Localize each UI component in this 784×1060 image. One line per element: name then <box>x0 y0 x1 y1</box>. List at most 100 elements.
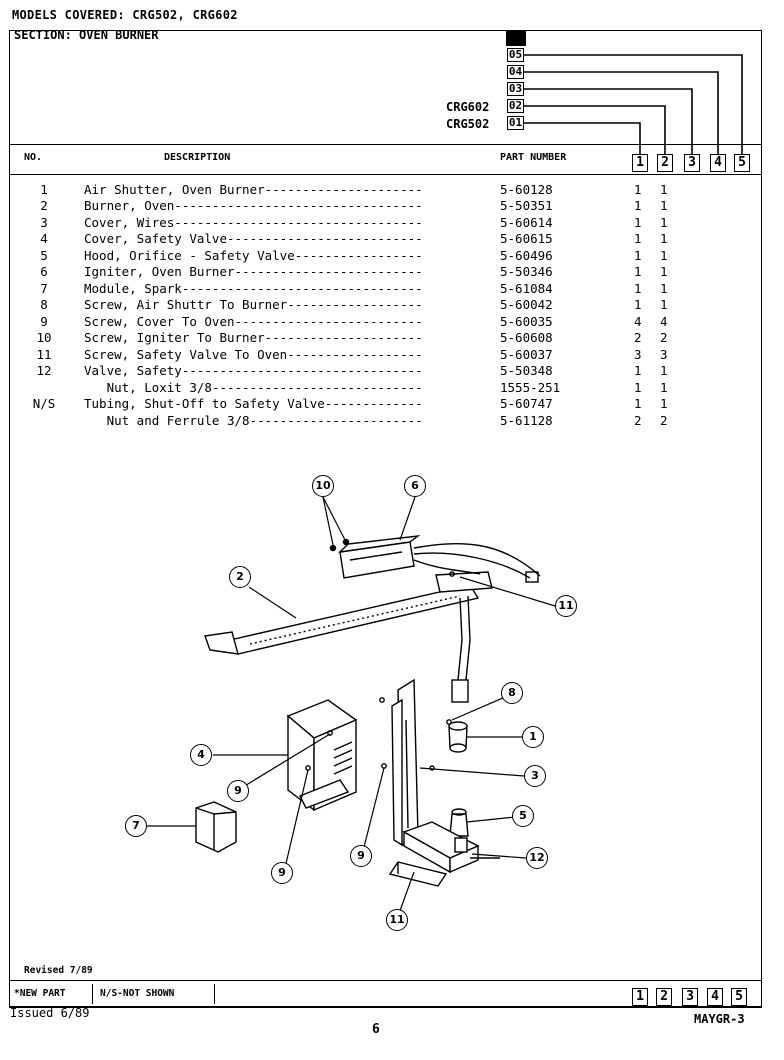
part-number: 5-60608 <box>500 330 553 345</box>
item-number: 2 <box>40 198 48 213</box>
item-number: N/S <box>32 396 56 411</box>
qty-model-2: 1 <box>660 248 668 263</box>
footer-divider <box>92 984 93 1004</box>
models-covered: MODELS COVERED: CRG502, CRG602 <box>12 8 238 22</box>
qty-model-2: 3 <box>660 347 668 362</box>
qty-model-2: 2 <box>660 330 668 345</box>
qty-model-2: 1 <box>660 264 668 279</box>
callout-9: 9 <box>271 862 293 884</box>
footer-qty-column-3: 3 <box>682 988 698 1006</box>
qty-model-2: 1 <box>660 297 668 312</box>
screw-wire-cover <box>429 765 435 771</box>
wire-cover-drawing <box>391 678 419 847</box>
qty-model-2: 1 <box>660 182 668 197</box>
footer-qty-column-5: 5 <box>731 988 747 1006</box>
part-number: 5-60496 <box>500 248 553 263</box>
page-number: 6 <box>372 1022 380 1037</box>
item-description: Module, Spark---------------------------… <box>84 281 423 296</box>
footer-qty-column-2: 2 <box>656 988 672 1006</box>
callout-3: 3 <box>524 765 546 787</box>
document-code: MAYGR-3 <box>694 1012 745 1026</box>
revised-date: Revised 7/89 <box>24 965 93 976</box>
qty-model-2: 2 <box>660 413 668 428</box>
part-number: 5-60615 <box>500 231 553 246</box>
item-description: Screw, Air Shuttr To Burner-------------… <box>84 297 423 312</box>
callout-5: 5 <box>512 805 534 827</box>
model-label-crg602: CRG602 <box>446 100 490 114</box>
qty-model-1: 1 <box>634 380 642 395</box>
callout-12: 12 <box>526 847 548 869</box>
column-header-description: DESCRIPTION <box>164 152 231 163</box>
qty-model-1: 1 <box>634 215 642 230</box>
qty-model-1: 2 <box>634 413 642 428</box>
screw-cover-b <box>381 763 387 769</box>
screw-cover-c <box>327 730 333 736</box>
footer-rule-top <box>10 980 762 981</box>
callout-11: 11 <box>386 909 408 931</box>
screw-igniter-a <box>329 544 337 552</box>
callout-8: 8 <box>501 682 523 704</box>
item-description: Cover, Wires----------------------------… <box>84 215 423 230</box>
model-label-crg502: CRG502 <box>446 117 490 131</box>
qty-model-2: 1 <box>660 396 668 411</box>
item-number: 3 <box>40 215 48 230</box>
callout-11: 11 <box>555 595 577 617</box>
screw-igniter-b <box>342 538 350 546</box>
part-number: 5-50348 <box>500 363 553 378</box>
qty-model-1: 1 <box>634 231 642 246</box>
item-number: 12 <box>36 363 52 378</box>
item-description: Nut, Loxit 3/8--------------------------… <box>84 380 423 395</box>
version-code-03: 03 <box>507 82 524 96</box>
not-shown-legend: N/S-NOT SHOWN <box>100 988 175 999</box>
version-header-bar <box>506 30 526 46</box>
part-number: 5-50351 <box>500 198 553 213</box>
screw-bracket <box>449 571 455 577</box>
item-number: 7 <box>40 281 48 296</box>
part-number: 5-60042 <box>500 297 553 312</box>
valve-bracket-drawing <box>388 861 448 887</box>
exploded-parts-diagram <box>147 496 556 920</box>
item-number: 11 <box>36 347 52 362</box>
safety-valve-drawing <box>402 821 500 874</box>
qty-model-2: 1 <box>660 281 668 296</box>
qty-model-2: 1 <box>660 198 668 213</box>
qty-model-1: 1 <box>634 264 642 279</box>
qty-model-1: 3 <box>634 347 642 362</box>
page-frame <box>9 30 762 1008</box>
qty-model-1: 1 <box>634 297 642 312</box>
callout-9: 9 <box>227 780 249 802</box>
item-number: 10 <box>36 330 52 345</box>
qty-model-1: 1 <box>634 182 642 197</box>
part-number: 5-61128 <box>500 413 553 428</box>
footer-qty-column-1: 1 <box>632 988 648 1006</box>
qty-model-1: 1 <box>634 281 642 296</box>
igniter-drawing <box>338 535 541 583</box>
item-number: 4 <box>40 231 48 246</box>
part-number: 5-61084 <box>500 281 553 296</box>
footer-rule-bottom <box>10 1006 762 1007</box>
qty-model-1: 1 <box>634 396 642 411</box>
part-number: 5-60747 <box>500 396 553 411</box>
callout-6: 6 <box>404 475 426 497</box>
qty-model-1: 1 <box>634 248 642 263</box>
screw-cover-a <box>379 697 385 703</box>
item-description: Igniter, Oven Burner--------------------… <box>84 264 423 279</box>
item-description: Air Shutter, Oven Burner----------------… <box>84 182 423 197</box>
part-number: 5-60614 <box>500 215 553 230</box>
item-description: Hood, Orifice - Safety Valve------------… <box>84 248 423 263</box>
issued-date: Issued 6/89 <box>10 1006 90 1020</box>
qty-model-1: 4 <box>634 314 642 329</box>
column-header-part-number: PART NUMBER <box>500 152 567 163</box>
qty-model-2: 1 <box>660 231 668 246</box>
air-shutter-drawing <box>448 721 468 753</box>
callout-9: 9 <box>350 845 372 867</box>
version-code-01: 01 <box>507 116 524 130</box>
callout-2: 2 <box>229 566 251 588</box>
qty-model-1: 1 <box>634 363 642 378</box>
item-description: Valve, Safety---------------------------… <box>84 363 423 378</box>
part-number: 5-60035 <box>500 314 553 329</box>
part-number: 5-50346 <box>500 264 553 279</box>
qty-column-1: 1 <box>632 154 648 172</box>
footer-divider <box>214 984 215 1004</box>
qty-column-2: 2 <box>657 154 673 172</box>
